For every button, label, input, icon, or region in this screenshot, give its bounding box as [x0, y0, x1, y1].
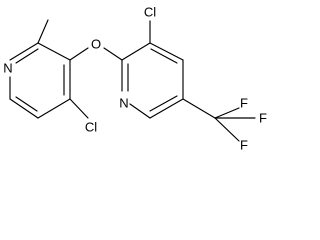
aromatic-inner-bond-bottom: [15, 96, 38, 112]
atom-o-bridge: O: [91, 36, 101, 51]
bond-c-upper-left-to-c-top: [121, 42, 151, 61]
chemical-structure-canvas: N O Cl Cl N F F F: [3, 4, 268, 153]
atom-labels: N O Cl Cl N F F F: [3, 4, 267, 152]
ether-bridge: [69, 47, 123, 61]
bond-cf3-to-f-bottom: [214, 117, 240, 142]
aromatic-inner-bond-top: [15, 48, 39, 64]
atom-cl-right: Cl: [144, 4, 156, 19]
molecule-diagram: N O Cl Cl N F F F: [3, 4, 267, 152]
right-pyridine-ring: [121, 42, 184, 119]
bond-left-ring-to-oxygen: [69, 47, 89, 61]
atom-n-right: N: [119, 95, 128, 110]
left-pyridine-ring: [9, 19, 71, 119]
bond-c-lower-right-to-c-bottom: [149, 98, 184, 119]
atom-cl-left: Cl: [85, 119, 97, 134]
bond-cf3-to-f-top: [214, 107, 240, 119]
bond-c-upper-left-to-c-upper-right: [37, 42, 71, 61]
trifluoromethyl-group: [182, 98, 256, 142]
atom-n-left: N: [3, 60, 12, 75]
bond-c-upper-left-to-c-methyl: [37, 19, 49, 44]
chlorine-bonds: [69, 20, 151, 119]
bond-c-lower-right-to-c-bottom: [37, 98, 71, 119]
bond-c-bottom-to-n-right: [129, 103, 151, 119]
atom-f-bottom: F: [240, 137, 248, 152]
atom-f-top: F: [240, 95, 248, 110]
aromatic-inner-bond-top-right: [150, 48, 178, 64]
atom-f-right: F: [259, 110, 267, 125]
bond-ring-to-cf3-carbon: [182, 98, 216, 119]
bond-left-ring-to-chlorine: [69, 98, 89, 119]
bond-n-left-to-c-upper-left: [9, 42, 39, 61]
aromatic-inner-bond-bottom-right: [149, 95, 178, 112]
bond-c-top-to-c-upper-right: [149, 42, 184, 61]
bond-oxygen-to-right-ring: [103, 47, 123, 61]
bond-c-bottom-to-c-lower-left: [9, 98, 39, 119]
